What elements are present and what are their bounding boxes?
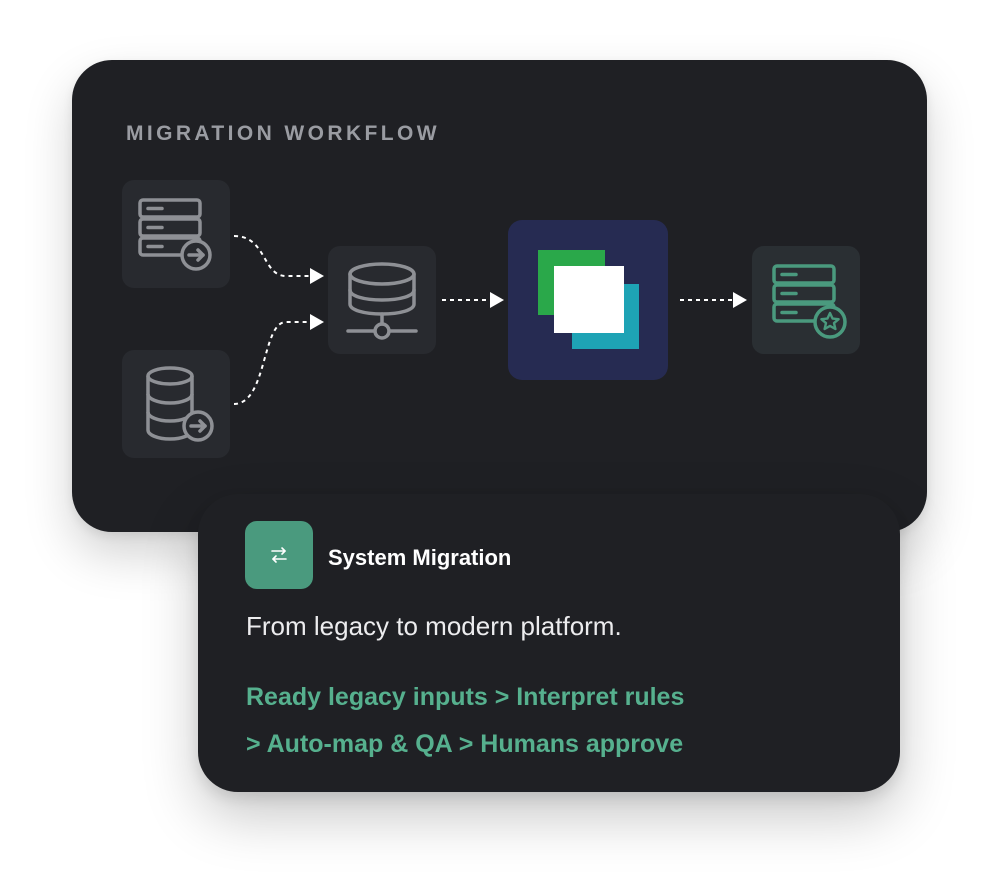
summary-title: System Migration: [328, 545, 512, 570]
connector-source2-hub: [233, 314, 324, 405]
server-star-icon: [772, 264, 847, 339]
summary-description: From legacy to modern platform.: [246, 611, 622, 641]
migration-badge: [245, 521, 313, 589]
database-arrow-icon: [146, 366, 214, 442]
swap-arrows-icon: [271, 547, 287, 563]
platform-node: [508, 220, 668, 380]
modern-server-node: [752, 246, 860, 354]
steps-line-1: Ready legacy inputs > Interpret rules: [246, 683, 685, 711]
steps-line-2: > Auto-map & QA > Humans approve: [246, 730, 684, 758]
connector-source1-hub: [233, 235, 324, 284]
database-network-icon: [346, 262, 418, 340]
summary-card: System Migration From legacy to modern p…: [198, 494, 900, 792]
network-database-node: [328, 246, 436, 354]
legacy-database-node: [122, 350, 230, 458]
workflow-title: MIGRATION WORKFLOW: [126, 122, 440, 145]
legacy-server-node: [122, 180, 230, 288]
workflow-connectors: [233, 235, 747, 405]
migration-steps: Ready legacy inputs > Interpret rules > …: [246, 674, 866, 768]
stacked-squares-logo: [538, 250, 639, 349]
server-arrow-icon: [138, 198, 212, 271]
workflow-card: MIGRATION WORKFLOW: [72, 60, 927, 532]
